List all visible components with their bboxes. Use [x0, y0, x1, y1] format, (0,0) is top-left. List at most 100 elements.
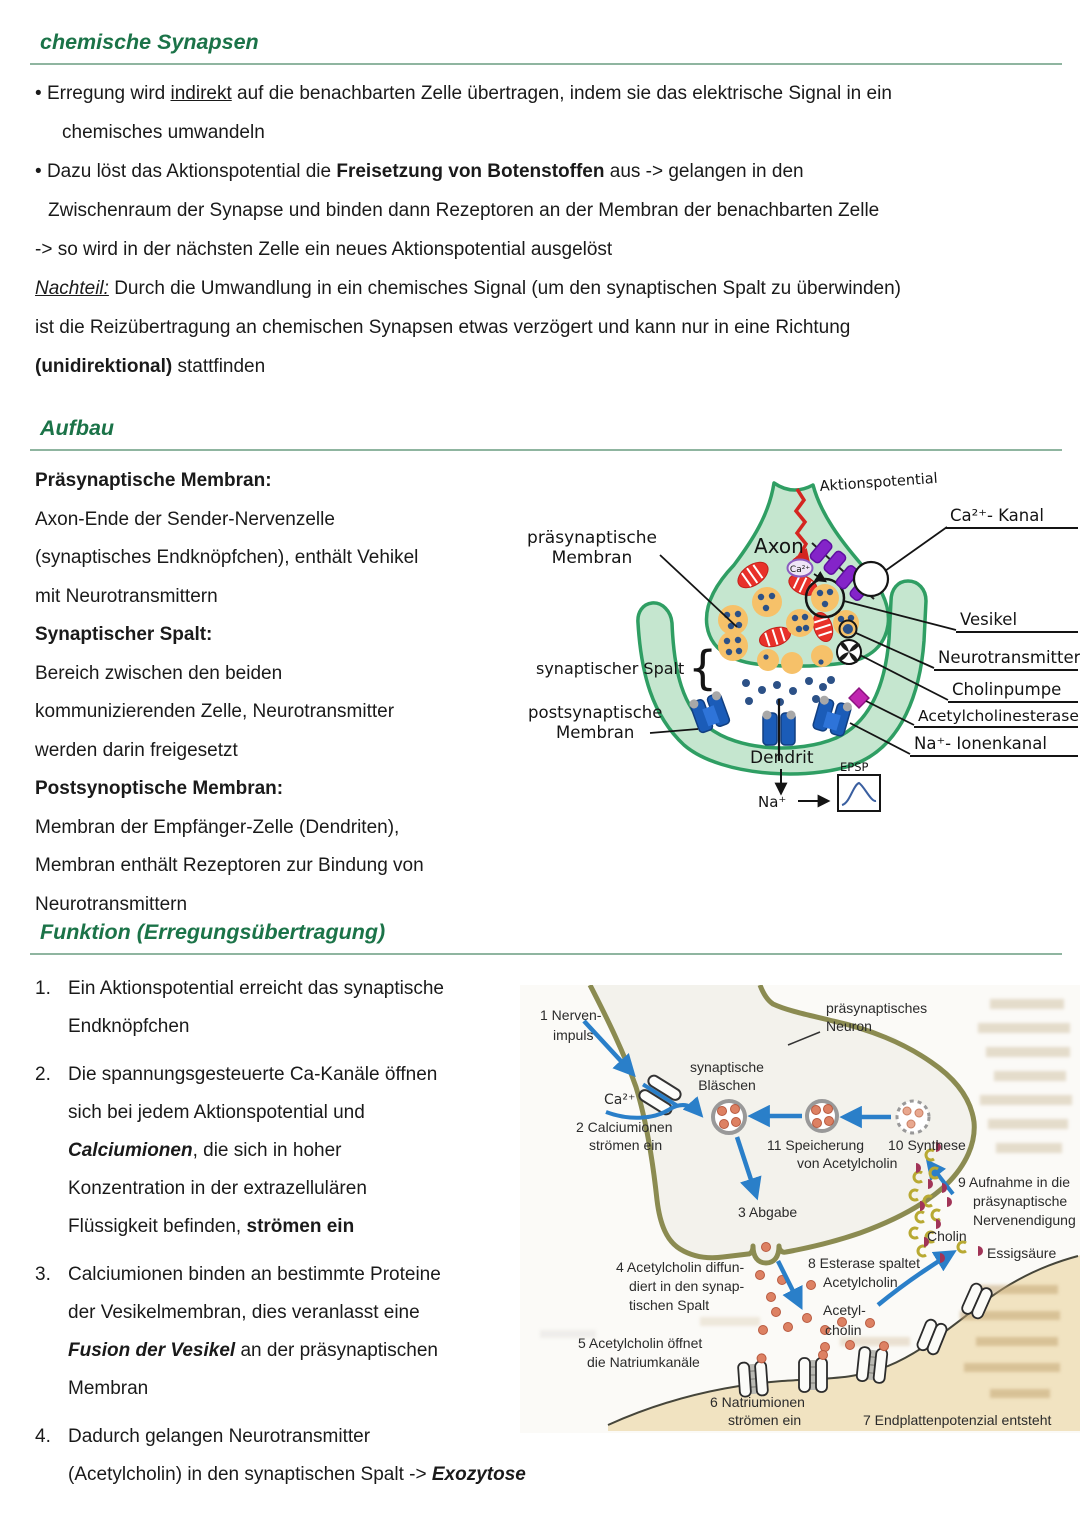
pointer-line [849, 722, 911, 755]
aufbau-line: Membran der Empfänger-Zelle (Dendriten), [35, 817, 400, 838]
epsp-box [837, 774, 881, 812]
esterase-arrow [876, 1250, 957, 1307]
text-segment: Durch die Umwandlung in ein chemisches S… [108, 278, 902, 299]
aufbau-line: mit Neurotransmittern [35, 586, 218, 607]
text-segment-bold-italic: Calciumionen [68, 1140, 193, 1161]
brace-icon: { [688, 641, 717, 695]
text-segment: auf die benachbarten Zelle übertragen, i… [231, 83, 892, 104]
intro-nachteil-line3: (unidirektional) stattfinden [35, 356, 265, 378]
na-ionenkanal-label: Na⁺- Ionenkanal [914, 734, 1047, 753]
funktion-item2-line1: Die spannungsgesteuerte Ca-Kanäle öffnen [68, 1064, 438, 1085]
bullet-icon: • [35, 161, 42, 182]
aufbau-h2: Synaptischer Spalt: [35, 624, 213, 645]
funktion-item1-line2: Endknöpfchen [68, 1016, 190, 1037]
label-neuron2: Neuron [826, 1018, 872, 1034]
label-abgabe: 3 Abgabe [738, 1204, 797, 1220]
section-rule [30, 63, 1062, 65]
diffusion-arrow [775, 1259, 803, 1311]
section-title-funktion: Funktion (Erregungsübertragung) [40, 920, 386, 944]
postsynaptische-membran-label: postsynaptische [528, 703, 662, 722]
muscle-region [608, 1255, 1080, 1431]
label-aufnahme3: Nervenendigung [973, 1212, 1076, 1228]
epsp-curve [841, 781, 877, 806]
label-aufnahme2: präsynaptische [973, 1193, 1067, 1209]
text-segment: Flüssigkeit befinden, [68, 1216, 247, 1237]
label-neuron: präsynaptisches [826, 1000, 927, 1016]
list-number: 1. [35, 978, 51, 999]
text-segment: Dazu löst das Aktionspotential die [46, 161, 337, 182]
pointer-line [843, 600, 957, 631]
ca-kanal-label: Ca²⁺- Kanal [950, 506, 1044, 525]
label-natriumionen: 6 Natriumionen [710, 1394, 805, 1410]
aufbau-line: kommunizierenden Zelle, Neurotransmitter [35, 701, 395, 722]
scan-vesicle-filled [805, 1099, 839, 1133]
ca-ion-label: Ca²⁺ [790, 565, 810, 575]
list-number: 2. [35, 1064, 51, 1085]
label-speicherung2: von Acetylcholin [797, 1155, 897, 1171]
list-number: 4. [35, 1426, 51, 1447]
pointer-line [855, 632, 935, 669]
pointer-line [884, 526, 948, 572]
label-acetylcholin: Acetyl- [823, 1302, 866, 1318]
text-segment: an der präsynaptischen [235, 1340, 438, 1361]
fusing-vesicle [811, 645, 833, 667]
intro-bullet2-line2: Zwischenraum der Synapse und binden dann… [48, 200, 880, 221]
text-segment-bold: Freisetzung von Botenstoffen [336, 161, 605, 182]
nerve-impulse-arrow [582, 1019, 636, 1078]
text-segment: , die sich in hoher [192, 1140, 342, 1161]
text-segment-bold-italic: Fusion der Vesikel [68, 1340, 236, 1361]
sodium-channel-open [855, 1341, 890, 1384]
label-cholin: Cholin [927, 1228, 967, 1244]
praesynaptische-membran-label: präsynaptische [527, 528, 657, 548]
scan-vesicle-forming [895, 1099, 931, 1135]
cholinpumpe-label: Cholinpumpe [952, 680, 1061, 699]
dendrit-label: Dendrit [750, 748, 814, 768]
scan-vesicle-filled [711, 1099, 747, 1135]
label-blaeschen2: Bläschen [698, 1077, 756, 1093]
label-esterase: 8 Esterase spaltet [808, 1255, 920, 1271]
sodium-channel-closed [961, 1282, 993, 1320]
muscle-membrane-line [607, 1255, 1079, 1426]
praesynaptische-membran-label2: Membran [552, 548, 633, 568]
scan-calcium-channel [638, 1074, 682, 1116]
vesikel-label: Vesikel [960, 610, 1017, 629]
intro-bullet1-line2: chemisches umwandeln [62, 122, 265, 143]
aufbau-line: (synaptisches Endknöpfchen), enthält Veh… [35, 547, 419, 568]
essigsaeure-fragments [916, 1142, 983, 1263]
label-esterase2: Acetylcholin [823, 1274, 898, 1290]
mitochondrion [737, 561, 769, 589]
nachteil-label: Nachteil: [35, 278, 109, 299]
axon-label: Axon [754, 534, 804, 558]
epsp-label: EPSP [840, 760, 869, 774]
vesicle [786, 609, 814, 637]
synapse-structure-diagram: Aktionspotential Ca²⁺ [527, 471, 1080, 812]
calcium-channel [809, 539, 847, 575]
funktion-item3-line4: Membran [68, 1378, 149, 1399]
section-rule [30, 449, 1062, 451]
intro-arrow-line: -> so wird in der nächsten Zelle ein neu… [35, 239, 613, 260]
section-rule [30, 953, 1062, 955]
ghost-text-muscle [700, 1285, 1060, 1398]
aufbau-line: werden darin freigesetzt [35, 740, 238, 761]
label-oeffnet: 5 Acetylcholin öffnet [578, 1335, 702, 1351]
presynaptic-neuron-shape [590, 985, 975, 1263]
funktion-item1-line1: Ein Aktionspotential erreicht das synapt… [68, 978, 444, 999]
text-segment-bold: strömen ein [246, 1216, 355, 1237]
label-diffundiert3: tischen Spalt [629, 1297, 709, 1313]
text-segment: (Acetylcholin) in den synaptischen Spalt… [68, 1464, 432, 1485]
vesicle [718, 605, 748, 635]
label-synthese: 10 Synthese [888, 1137, 966, 1153]
cleft-neurotransmitter-dots [742, 676, 835, 706]
cholin-fragments [908, 1148, 967, 1258]
funktion-item4-line2: (Acetylcholin) in den synaptischen Spalt… [68, 1464, 526, 1486]
vesicle-release-arrow [734, 1136, 762, 1201]
label-diffundiert: 4 Acetylcholin diffun- [616, 1259, 744, 1275]
aktionspotential-label: Aktionspotential [819, 471, 938, 495]
aufbau-line: Membran enthält Rezeptoren zur Bindung v… [35, 855, 424, 876]
text-segment-bold-italic: Exozytose [431, 1464, 526, 1485]
ca-entry-arrow [813, 571, 827, 583]
text-segment-underline: indirekt [170, 83, 232, 104]
pointer-line [865, 700, 915, 726]
synaptischer-spalt-label: synaptischer Spalt [536, 659, 684, 678]
label-diffundiert2: diert in den synap- [629, 1278, 745, 1294]
